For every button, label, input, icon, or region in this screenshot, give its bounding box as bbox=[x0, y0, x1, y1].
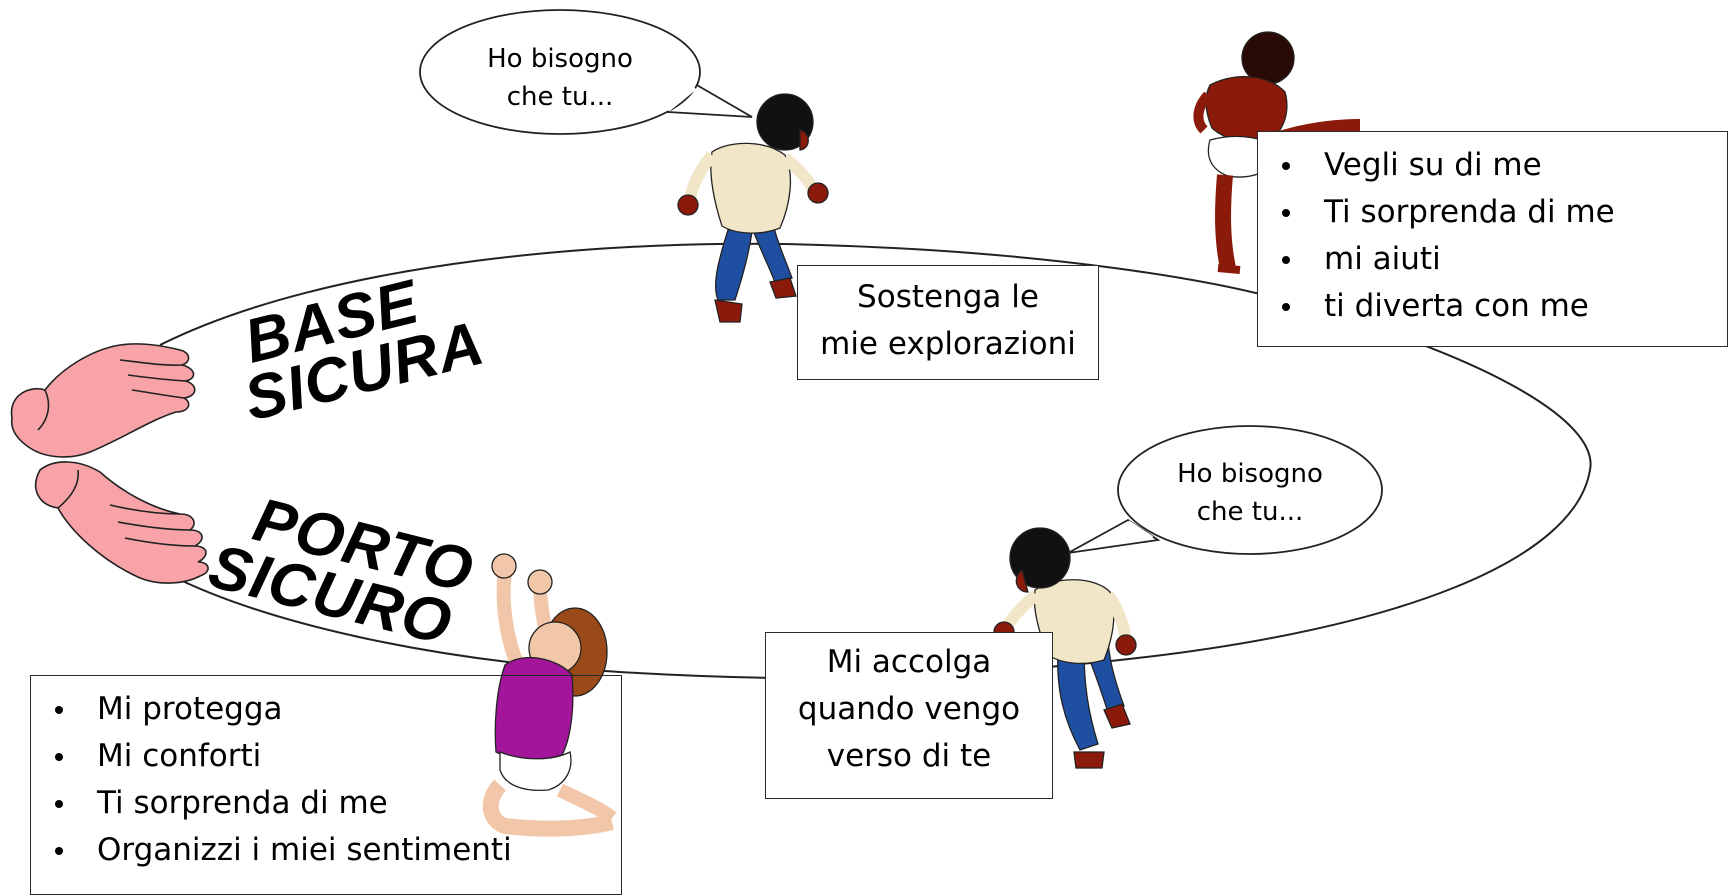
bubble-line: che tu... bbox=[506, 82, 614, 112]
running-child-top-icon bbox=[677, 93, 829, 323]
welcome-line: quando vengo bbox=[797, 691, 1021, 727]
baby-reaching-icon bbox=[482, 553, 617, 837]
bubble-line: Ho bisogno bbox=[487, 44, 633, 74]
bubble-line: Ho bisogno bbox=[1177, 459, 1323, 489]
welcome-box: Mi accolga quando vengo verso di te bbox=[765, 632, 1053, 799]
security-circle-loop bbox=[159, 242, 1592, 680]
top-right-list-box: Vegli su di me Ti sorprenda di me mi aiu… bbox=[1257, 131, 1728, 347]
bubble-line: che tu... bbox=[1196, 497, 1304, 527]
list-item: Ti sorprenda di me bbox=[1258, 189, 1727, 236]
explorations-line: mie explorazioni bbox=[820, 326, 1076, 362]
welcome-line: verso di te bbox=[826, 738, 992, 774]
explorations-box: Sostenga le mie explorazioni bbox=[797, 265, 1099, 380]
list-item: Mi protegga bbox=[31, 686, 621, 733]
lower-hand-icon bbox=[34, 461, 209, 584]
running-child-right-icon bbox=[993, 527, 1137, 769]
list-item: ti diverta con me bbox=[1258, 283, 1727, 330]
speech-bubble-right-text: Ho bisogno che tu... bbox=[1160, 455, 1340, 531]
explorations-line: Sostenga le bbox=[857, 279, 1039, 315]
welcome-line: Mi accolga bbox=[826, 644, 992, 680]
list-item: Organizzi i miei sentimenti bbox=[31, 827, 621, 874]
list-item: mi aiuti bbox=[1258, 236, 1727, 283]
speech-bubble-top-text: Ho bisogno che tu... bbox=[470, 40, 650, 116]
bottom-left-list-box: Mi protegga Mi conforti Ti sorprenda di … bbox=[30, 675, 622, 895]
speech-bubble-top bbox=[419, 9, 753, 135]
list-item: Ti sorprenda di me bbox=[31, 780, 621, 827]
list-item: Mi conforti bbox=[31, 733, 621, 780]
upper-hand-icon bbox=[10, 343, 196, 458]
list-item: Vegli su di me bbox=[1258, 142, 1727, 189]
speech-bubble-right bbox=[1067, 425, 1383, 555]
